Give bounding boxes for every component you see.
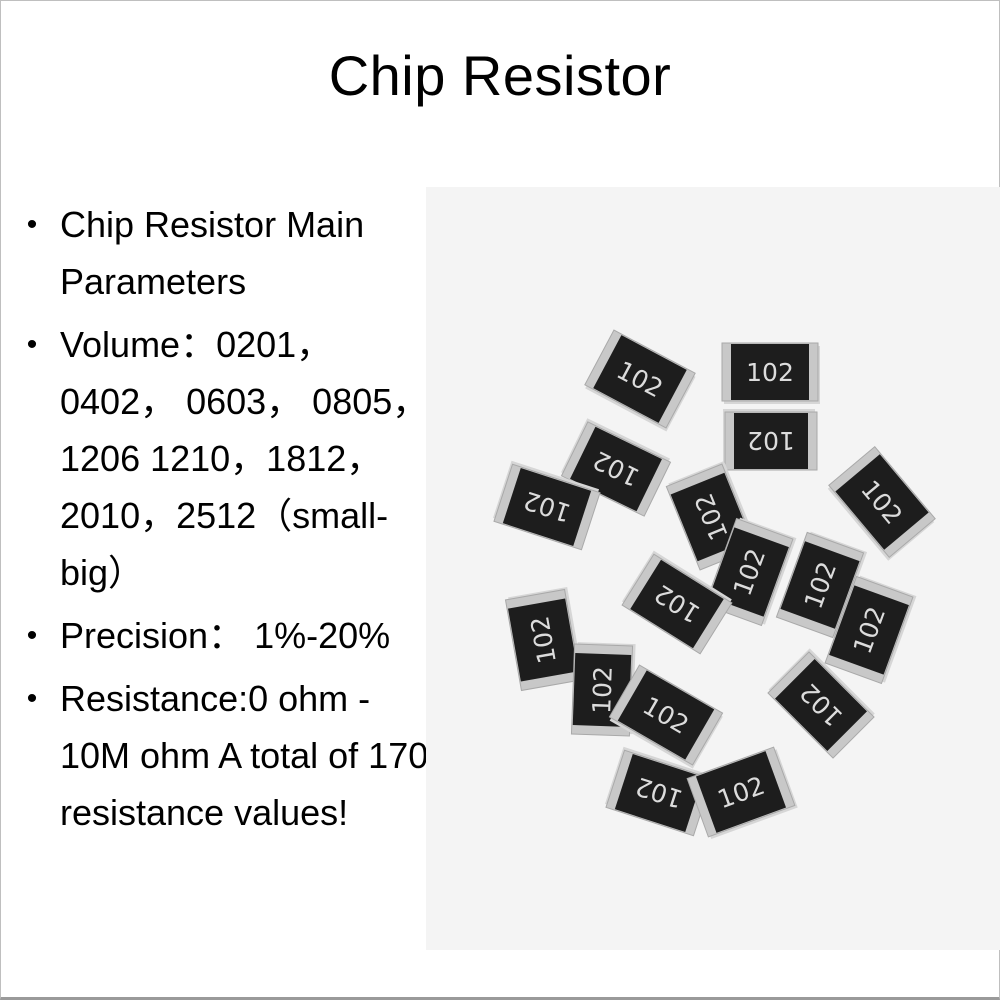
- bullet-item-precision: • Precision： 1%-20%: [22, 607, 432, 664]
- bullet-text: Chip Resistor Main Parameters: [60, 204, 365, 302]
- chip-body: [775, 659, 867, 751]
- chip-body: [731, 344, 809, 400]
- chip-resistor: 102: [608, 664, 724, 769]
- chip-body: [695, 751, 787, 833]
- bullet-item-volume: • Volume：0201，0402， 0603， 0805，1206 1210…: [22, 316, 432, 601]
- bullet-item-resistance: • Resistance:0 ohm - 10M ohm A total of …: [22, 670, 432, 841]
- chip-body: [709, 527, 789, 617]
- bullet-item-main-parameters: • Chip Resistor Main Parameters: [22, 196, 432, 310]
- bullet-dot: •: [26, 619, 38, 652]
- bullet-text: Resistance:0 ohm - 10M ohm A total of 17…: [60, 678, 429, 833]
- chip-resistor: 102: [560, 418, 672, 517]
- chip-resistor: 102: [721, 342, 820, 404]
- bullet-list: • Chip Resistor Main Parameters • Volume…: [22, 196, 432, 847]
- chip-body: [835, 454, 929, 550]
- chip-marking: 102: [747, 426, 795, 455]
- chip-resistor: 102: [723, 409, 818, 471]
- chip-body: [734, 413, 808, 469]
- chip-resistor: 102: [621, 550, 733, 655]
- chip-resistor: 102: [686, 746, 798, 839]
- chip-resistor: 102: [504, 586, 584, 692]
- chip-resistor: 102: [824, 575, 917, 685]
- chip-body: [829, 585, 909, 675]
- slide-title: Chip Resistor: [328, 44, 672, 107]
- bullet-dot: •: [26, 328, 38, 361]
- chip-body: [630, 559, 724, 649]
- chip-resistor: 102: [767, 648, 875, 759]
- chip-resistor: 102: [827, 446, 936, 561]
- chip-body: [780, 541, 860, 629]
- bullet-dot: •: [26, 208, 38, 241]
- chip-resistor: 102: [605, 746, 713, 837]
- bullet-text: Precision： 1%-20%: [60, 615, 391, 656]
- chip-body: [508, 598, 578, 682]
- chip-body: [617, 670, 715, 760]
- chip-marking: 102: [746, 358, 794, 387]
- chip-body: [570, 426, 662, 512]
- chip-resistor: 102: [584, 329, 696, 432]
- bullet-text: Volume：0201，0402， 0603， 0805，1206 1210，1…: [60, 324, 429, 593]
- chip-body: [502, 467, 592, 547]
- chip-resistor: 102: [493, 460, 601, 551]
- chip-marking: 102: [587, 666, 618, 715]
- chip-body: [614, 753, 704, 833]
- chip-body: [593, 335, 687, 423]
- bullet-dot: •: [26, 682, 38, 715]
